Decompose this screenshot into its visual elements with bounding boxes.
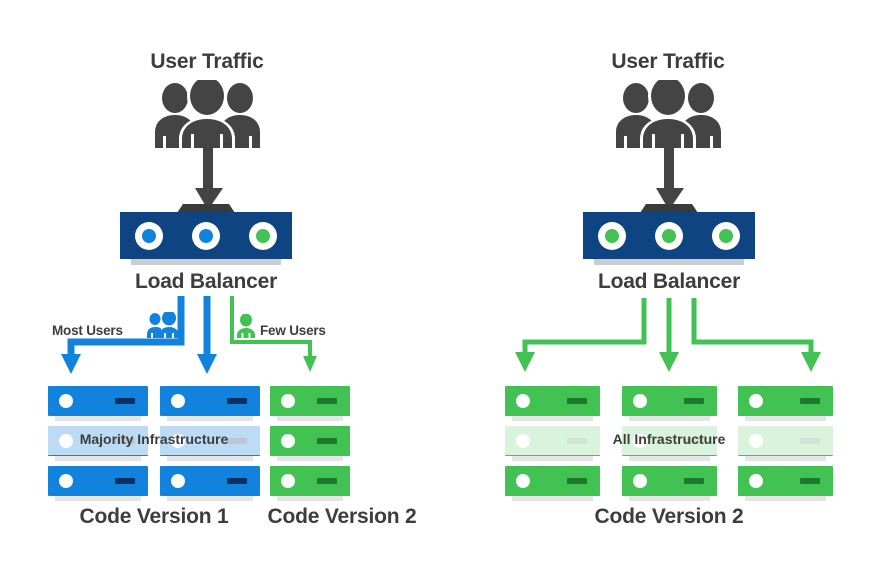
branch-label-few-users: Few Users — [260, 323, 326, 338]
server-node — [48, 386, 148, 421]
two-users-icon — [146, 310, 180, 343]
server-node — [270, 466, 350, 501]
server-vent-icon — [317, 398, 337, 404]
load-balancer-lid-icon — [177, 204, 235, 213]
connector-lines-full — [470, 298, 880, 378]
server-status-dot-icon — [281, 394, 295, 408]
lb-indicator-2 — [191, 221, 220, 250]
server-status-dot-icon — [749, 474, 763, 488]
server-status-dot-icon — [59, 394, 73, 408]
server-vent-icon — [567, 478, 587, 484]
lb-indicator-3 — [249, 221, 278, 250]
server-status-dot-icon — [749, 394, 763, 408]
server-vent-icon — [800, 398, 820, 404]
server-node — [622, 386, 717, 421]
load-balancer-full[interactable] — [583, 204, 755, 266]
panel-full-rollout: User Traffic — [470, 0, 880, 583]
server-vent-icon — [684, 478, 704, 484]
people-group-icon — [150, 74, 265, 153]
version-label-2: Code Version 2 — [267, 505, 417, 528]
load-balancer-body — [583, 212, 755, 259]
server-vent-icon — [800, 478, 820, 484]
lb-indicator-2 — [654, 221, 683, 250]
lb-indicator-3 — [712, 221, 741, 250]
server-status-dot-icon — [171, 474, 185, 488]
server-node — [160, 386, 260, 421]
lb-indicator-1 — [597, 221, 626, 250]
server-node — [160, 466, 260, 501]
connector-lines-canary — [0, 296, 470, 386]
overlay-band-all-infrastructure: All Infrastructure — [505, 423, 833, 455]
panel-canary-phase: User Traffic — [0, 50, 470, 528]
server-node — [270, 426, 350, 461]
lb-indicator-1 — [134, 221, 163, 250]
server-status-dot-icon — [516, 394, 530, 408]
server-vent-icon — [317, 438, 337, 444]
arrow-down-icon-traffic — [651, 148, 687, 215]
server-status-dot-icon — [59, 474, 73, 488]
server-status-dot-icon — [281, 474, 295, 488]
server-status-dot-icon — [281, 434, 295, 448]
load-balancer-shadow — [131, 259, 281, 265]
server-node — [270, 386, 350, 421]
server-vent-icon — [567, 398, 587, 404]
load-balancer-label: Load Balancer — [597, 270, 741, 293]
server-vent-icon — [115, 398, 135, 404]
load-balancer-shadow — [594, 259, 744, 265]
server-status-dot-icon — [516, 474, 530, 488]
server-status-dot-icon — [171, 394, 185, 408]
server-node — [738, 386, 833, 421]
server-vent-icon — [227, 478, 247, 484]
server-node — [505, 466, 600, 501]
server-node — [622, 466, 717, 501]
server-status-dot-icon — [633, 474, 647, 488]
server-node — [738, 466, 833, 501]
load-balancer-lid-icon — [640, 204, 698, 213]
server-vent-icon — [227, 398, 247, 404]
server-node — [505, 386, 600, 421]
load-balancer-body — [120, 212, 292, 259]
one-user-icon — [236, 313, 256, 343]
server-status-dot-icon — [633, 394, 647, 408]
page-title-user-traffic: User Traffic — [150, 50, 264, 73]
overlay-band-label: Majority Infrastructure — [79, 431, 229, 447]
server-vent-icon — [684, 398, 704, 404]
branch-label-most-users: Most Users — [52, 323, 123, 338]
load-balancer-canary[interactable] — [120, 204, 292, 266]
overlay-band-label: All Infrastructure — [612, 431, 726, 447]
server-vent-icon — [317, 478, 337, 484]
overlay-band-majority-infrastructure: Majority Infrastructure — [48, 423, 260, 455]
arrow-down-icon-traffic — [190, 148, 226, 215]
server-node — [48, 466, 148, 501]
server-rack-green-1[interactable] — [270, 386, 350, 501]
load-balancer-label: Load Balancer — [134, 270, 278, 293]
server-vent-icon — [115, 478, 135, 484]
version-label-1: Code Version 1 — [79, 505, 229, 528]
version-label-1: Code Version 2 — [594, 505, 744, 528]
people-group-icon — [611, 74, 726, 153]
page-title-user-traffic: User Traffic — [611, 50, 725, 73]
